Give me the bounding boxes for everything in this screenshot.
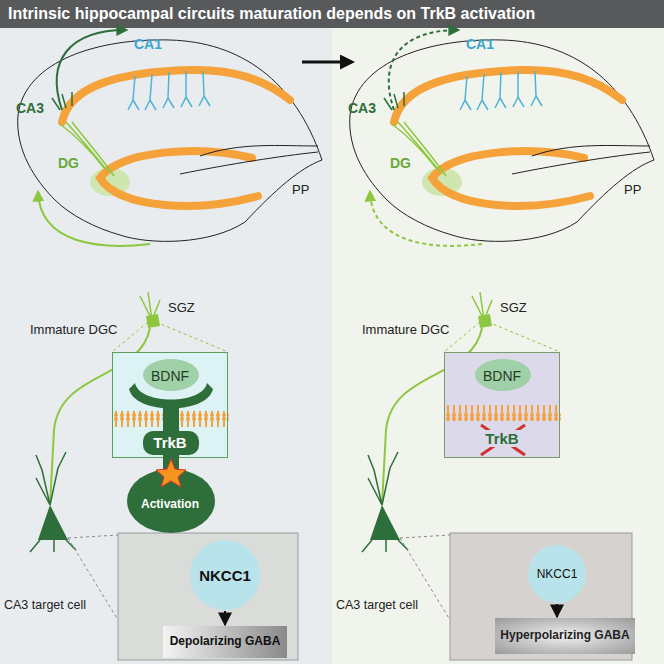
node-text: TrkB xyxy=(153,434,186,451)
cell-label: CA3 target cell xyxy=(336,598,418,612)
process-box: NKCC1 xyxy=(190,540,260,610)
region-label: CA1 xyxy=(466,36,494,52)
pathway-label: PP xyxy=(292,182,309,197)
process-box: NKCC1 xyxy=(528,545,586,603)
node-text: BDNF xyxy=(483,368,521,384)
region-label: DG xyxy=(58,155,79,171)
title: Intrinsic hippocampal circuits maturatio… xyxy=(8,5,535,23)
pathway-label: PP xyxy=(624,182,641,197)
node-text: Hyperpolarizing GABA xyxy=(500,629,629,643)
cell-label: Immature DGC xyxy=(362,322,449,337)
node-text: BDNF xyxy=(151,368,189,384)
node-text: Depolarizing GABA xyxy=(170,635,281,649)
cell-label: CA3 target cell xyxy=(4,598,86,612)
text-row: BDNF xyxy=(445,367,559,385)
zone-label: SGZ xyxy=(168,300,195,315)
zone-label: SGZ xyxy=(500,300,527,315)
cell-label: Immature DGC xyxy=(30,322,117,337)
process-box: Hyperpolarizing GABA xyxy=(495,618,635,654)
text-row: BDNF xyxy=(113,367,227,385)
node-text: TrkB xyxy=(482,430,521,447)
region-label: CA3 xyxy=(348,100,376,116)
receptor-box: BDNF TrkB xyxy=(444,352,560,458)
region-label: CA1 xyxy=(134,36,162,52)
text-row: TrkB xyxy=(445,430,559,448)
receptor-box: BDNFTrkBActivation xyxy=(112,352,228,458)
arrow-connector xyxy=(224,611,226,625)
text-row: Activation xyxy=(113,494,227,512)
node-text: NKCC1 xyxy=(199,567,251,584)
process-box: Depolarizing GABA xyxy=(163,626,287,658)
node-text: Activation xyxy=(141,497,199,511)
text-row: TrkB xyxy=(113,434,227,452)
arrow-connector xyxy=(556,604,558,617)
region-label: DG xyxy=(390,155,411,171)
node-text: NKCC1 xyxy=(537,567,578,581)
region-label: CA3 xyxy=(16,100,44,116)
